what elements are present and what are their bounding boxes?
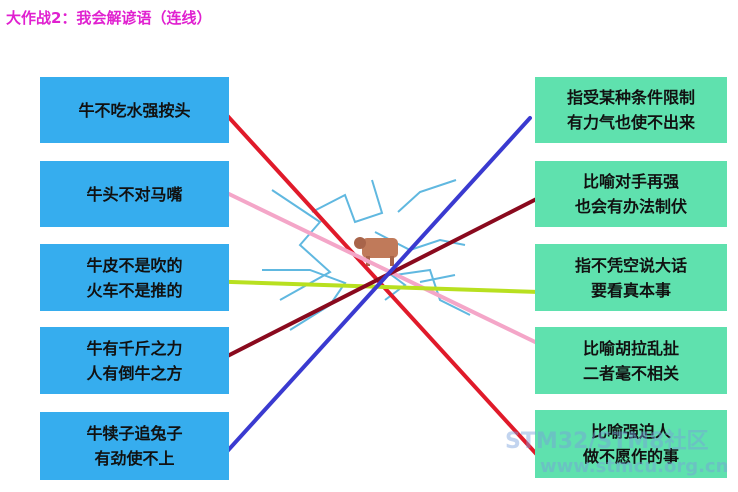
left-proverb-box[interactable]: 牛不吃水强按头	[40, 77, 229, 143]
left-text-line: 有劲使不上	[94, 449, 175, 468]
left-proverb-box[interactable]: 牛犊子追兔子有劲使不上	[40, 412, 229, 480]
left-proverb-box[interactable]: 牛皮不是吹的火车不是推的	[40, 244, 229, 311]
left-text-line: 牛不吃水强按头	[78, 100, 191, 120]
right-meaning-box[interactable]: 指不凭空说大话要看真本事	[535, 244, 727, 311]
watermark-url: www.stmcu.org.cn	[540, 456, 729, 477]
left-text-line: 人有倒牛之方	[86, 363, 183, 383]
right-text-line: 比喻强迫人	[590, 422, 671, 441]
left-text-line: 牛头不对马嘴	[86, 184, 183, 204]
right-meaning-box[interactable]: 指受某种条件限制有力气也使不出来	[535, 77, 727, 143]
right-text-line: 要看真本事	[590, 280, 671, 300]
left-proverb-box[interactable]: 牛有千斤之力人有倒牛之方	[40, 327, 229, 394]
page-title: 大作战2：我会解谚语（连线）	[6, 9, 212, 27]
decor-crack-line	[394, 268, 471, 316]
decor-crack-line	[271, 189, 332, 301]
right-text-line: 也会有办法制伏	[574, 197, 687, 216]
watermark-text: STM32/STM8社区	[505, 429, 709, 454]
connection-line	[198, 279, 572, 295]
right-text-line: 指不凭空说大话	[574, 255, 687, 275]
left-text-line: 牛犊子追兔子	[86, 424, 183, 443]
right-meaning-box[interactable]: 比喻胡拉乱扯二者毫不相关	[535, 327, 727, 394]
left-text-line: 牛皮不是吹的	[86, 255, 183, 275]
decor-crack-line	[262, 269, 347, 331]
decor-crack-line	[419, 274, 456, 283]
decor-crack-line	[374, 231, 466, 252]
left-text-line: 牛有千斤之力	[86, 338, 183, 358]
decor-crack-line	[377, 264, 407, 301]
connection-line	[210, 116, 532, 470]
decor-crack-line	[311, 179, 384, 224]
left-proverb-box[interactable]: 牛头不对马嘴	[40, 161, 229, 227]
right-text-line: 二者毫不相关	[582, 363, 679, 383]
right-meaning-box[interactable]: 比喻对手再强也会有办法制伏	[535, 161, 727, 227]
cow-icon	[354, 237, 398, 266]
right-text-line: 指受某种条件限制	[566, 88, 695, 107]
right-text-line: 有力气也使不出来	[566, 113, 695, 132]
decor-crack-line	[397, 179, 457, 213]
right-text-line: 比喻对手再强	[582, 172, 679, 191]
connection-line	[198, 184, 564, 372]
left-text-line: 火车不是推的	[86, 280, 183, 300]
connection-line	[211, 98, 542, 460]
right-text-line: 做不愿作的事	[582, 447, 679, 466]
connection-line	[198, 178, 564, 357]
right-text-line: 比喻胡拉乱扯	[582, 338, 679, 358]
right-meaning-box[interactable]: 比喻强迫人做不愿作的事	[535, 410, 727, 478]
